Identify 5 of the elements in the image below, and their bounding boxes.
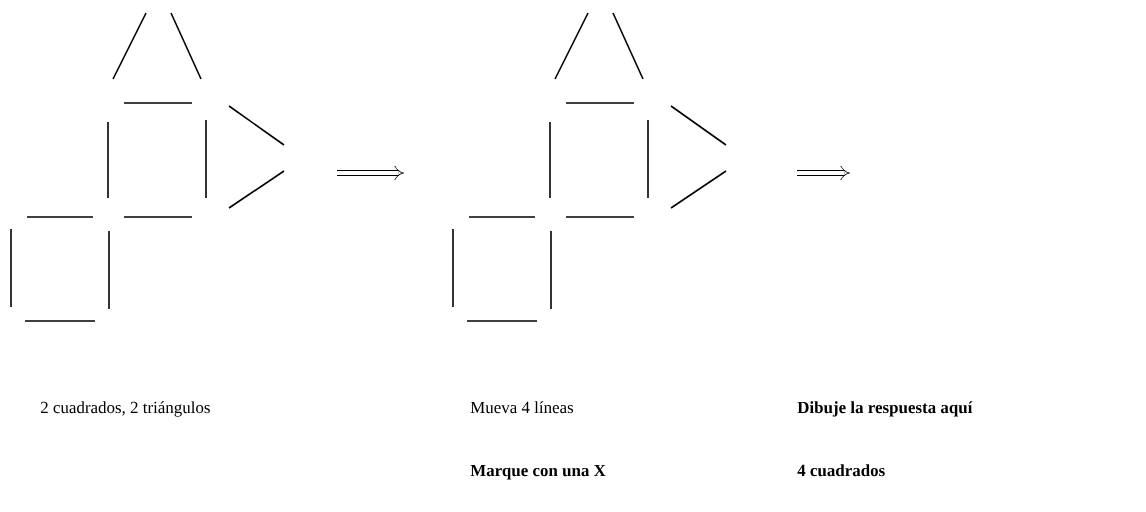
instruction-text: Dibuje la respuesta aquí bbox=[797, 401, 973, 417]
instruction-text: 4 cuadrados bbox=[797, 464, 885, 477]
instruction-text: 2 cuadrados, 2 triángulos bbox=[40, 401, 210, 417]
instruction-text: Marque con una X bbox=[470, 464, 606, 480]
instruction-text: Mueva 4 líneas bbox=[470, 401, 574, 414]
